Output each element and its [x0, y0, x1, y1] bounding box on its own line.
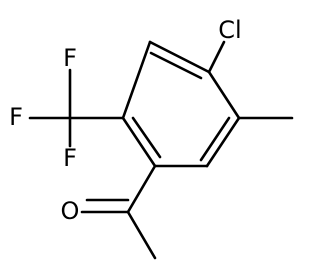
molecule-structure-diagram: Cl F F F O — [9, 16, 294, 260]
ring-bond-c1-c2-inner — [149, 51, 203, 80]
ring-bond-c1-c2 — [148, 40, 211, 74]
atom-label-fluorine-left: F — [9, 103, 23, 131]
ring-bond-c5-c6 — [121, 116, 157, 168]
atom-label-oxygen: O — [61, 197, 80, 225]
atom-labels: Cl F F F O — [9, 16, 242, 225]
bond-carbonyl-methyl — [126, 210, 157, 260]
bond-ring-chlorine — [207, 40, 226, 74]
bond-ring-carbonyl-carbon — [126, 164, 157, 214]
ring-bond-c3-c4 — [205, 116, 241, 168]
benzene-ring — [121, 40, 241, 168]
ring-bond-c5-c6-inner — [131, 116, 162, 159]
ring-bond-c3-c4-inner — [199, 116, 231, 162]
ring-bond-c6-c1 — [121, 40, 152, 120]
substituent-bonds — [28, 40, 294, 260]
ring-bond-c2-c3 — [207, 70, 241, 120]
atom-label-fluorine-top: F — [63, 44, 77, 72]
atom-label-chlorine: Cl — [218, 16, 241, 44]
atom-label-fluorine-bottom: F — [63, 144, 77, 172]
